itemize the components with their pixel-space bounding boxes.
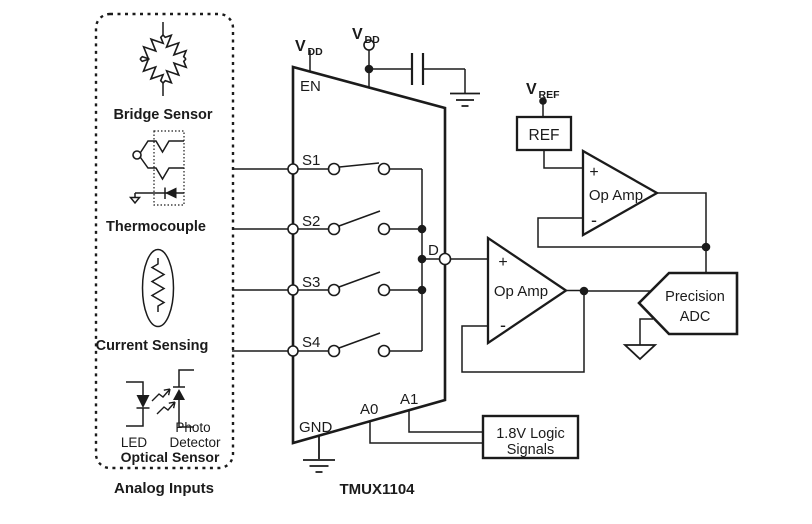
analog-inputs-panel: Bridge Sensor Thermocouple Current Sensi…	[94, 12, 288, 497]
sensor-output-wires	[232, 168, 288, 352]
thermocouple-icon	[128, 130, 185, 206]
pin-s3-label: S3	[302, 274, 320, 291]
pin-s1-terminal	[287, 163, 299, 175]
photo-detector-label-line1: Photo	[175, 420, 210, 435]
logic-label-line2: Signals	[507, 442, 555, 458]
op-amp-top-plus: +	[589, 164, 598, 181]
optical-sensor-label: Optical Sensor	[121, 449, 220, 465]
logic-box	[481, 414, 580, 460]
op-amp-top-minus: -	[591, 210, 597, 230]
bridge-sensor-icon	[134, 22, 192, 96]
pin-gnd-label: GND	[299, 419, 333, 436]
vdd-terminal	[363, 39, 375, 51]
decoupling-capacitor-icon	[410, 53, 425, 85]
current-sensor-icon	[141, 248, 175, 328]
pin-s1-label: S1	[302, 152, 320, 169]
photon-arrows-icon	[151, 388, 176, 415]
op-amp-mid-minus: -	[500, 315, 506, 335]
switch-s1-closed	[339, 162, 380, 168]
mux-ground-icon	[303, 436, 335, 473]
capacitor-ground-icon	[450, 92, 480, 107]
vdd-main-label: V	[352, 26, 363, 43]
vdd-left-subscript: DD	[308, 46, 324, 58]
mux-tmux1104: EN S1 S2 S3 S4 D A0 A1 GND TMUX1104	[287, 65, 483, 498]
op-amp-mid-body	[486, 235, 569, 346]
led-label: LED	[121, 435, 148, 450]
pin-a1-label: A1	[400, 391, 418, 408]
pin-en-label: EN	[300, 78, 321, 95]
analog-inputs-title: Analog Inputs	[114, 480, 214, 497]
vdd-main-subscript: DD	[365, 34, 381, 46]
pin-s3-terminal	[287, 284, 299, 296]
analog-inputs-dashed-border	[94, 12, 235, 470]
logic-signals: 1.8V Logic Signals	[481, 414, 580, 460]
switch-s3-open	[338, 271, 381, 288]
logic-label-line1: 1.8V Logic	[496, 426, 565, 442]
switch-s4-open	[338, 332, 381, 349]
pin-d-label: D	[428, 242, 439, 259]
pin-s2-label: S2	[302, 213, 320, 230]
op-amp-top-body	[581, 149, 660, 237]
bridge-sensor-label: Bridge Sensor	[113, 107, 212, 123]
pin-s4-terminal	[287, 345, 299, 357]
ref-box	[515, 115, 573, 152]
optical-sensor-icon	[126, 369, 194, 428]
adc-label-line2: ADC	[680, 309, 711, 325]
address-wires	[369, 410, 483, 444]
ref-box-label: REF	[529, 127, 560, 144]
supply-decoupling: V DD V DD	[295, 26, 480, 107]
vref-subscript: REF	[539, 89, 561, 101]
mux-part-number: TMUX1104	[339, 481, 415, 498]
current-sensing-label: Current Sensing	[96, 338, 209, 354]
vdd-left-label: V	[295, 38, 306, 55]
thermocouple-label: Thermocouple	[106, 219, 206, 235]
reference-path: V REF REF + - Op Amp	[515, 81, 711, 273]
adc-ground-icon	[622, 344, 658, 361]
pin-s2-terminal	[287, 223, 299, 235]
switch-s2-open	[338, 210, 381, 227]
adc-body	[637, 271, 739, 336]
signal-path: + - Op Amp	[450, 235, 651, 373]
op-amp-mid-plus: +	[498, 254, 507, 271]
op-amp-mid-label: Op Amp	[494, 283, 548, 300]
photo-detector-label-line2: Detector	[169, 435, 221, 450]
pin-a0-label: A0	[360, 401, 378, 418]
pin-d-terminal	[438, 252, 452, 266]
vref-label: V	[526, 81, 537, 98]
pin-s4-label: S4	[302, 334, 320, 351]
precision-adc: Precision ADC	[622, 271, 739, 361]
adc-label-line1: Precision	[665, 289, 725, 305]
op-amp-top-label: Op Amp	[589, 187, 643, 204]
